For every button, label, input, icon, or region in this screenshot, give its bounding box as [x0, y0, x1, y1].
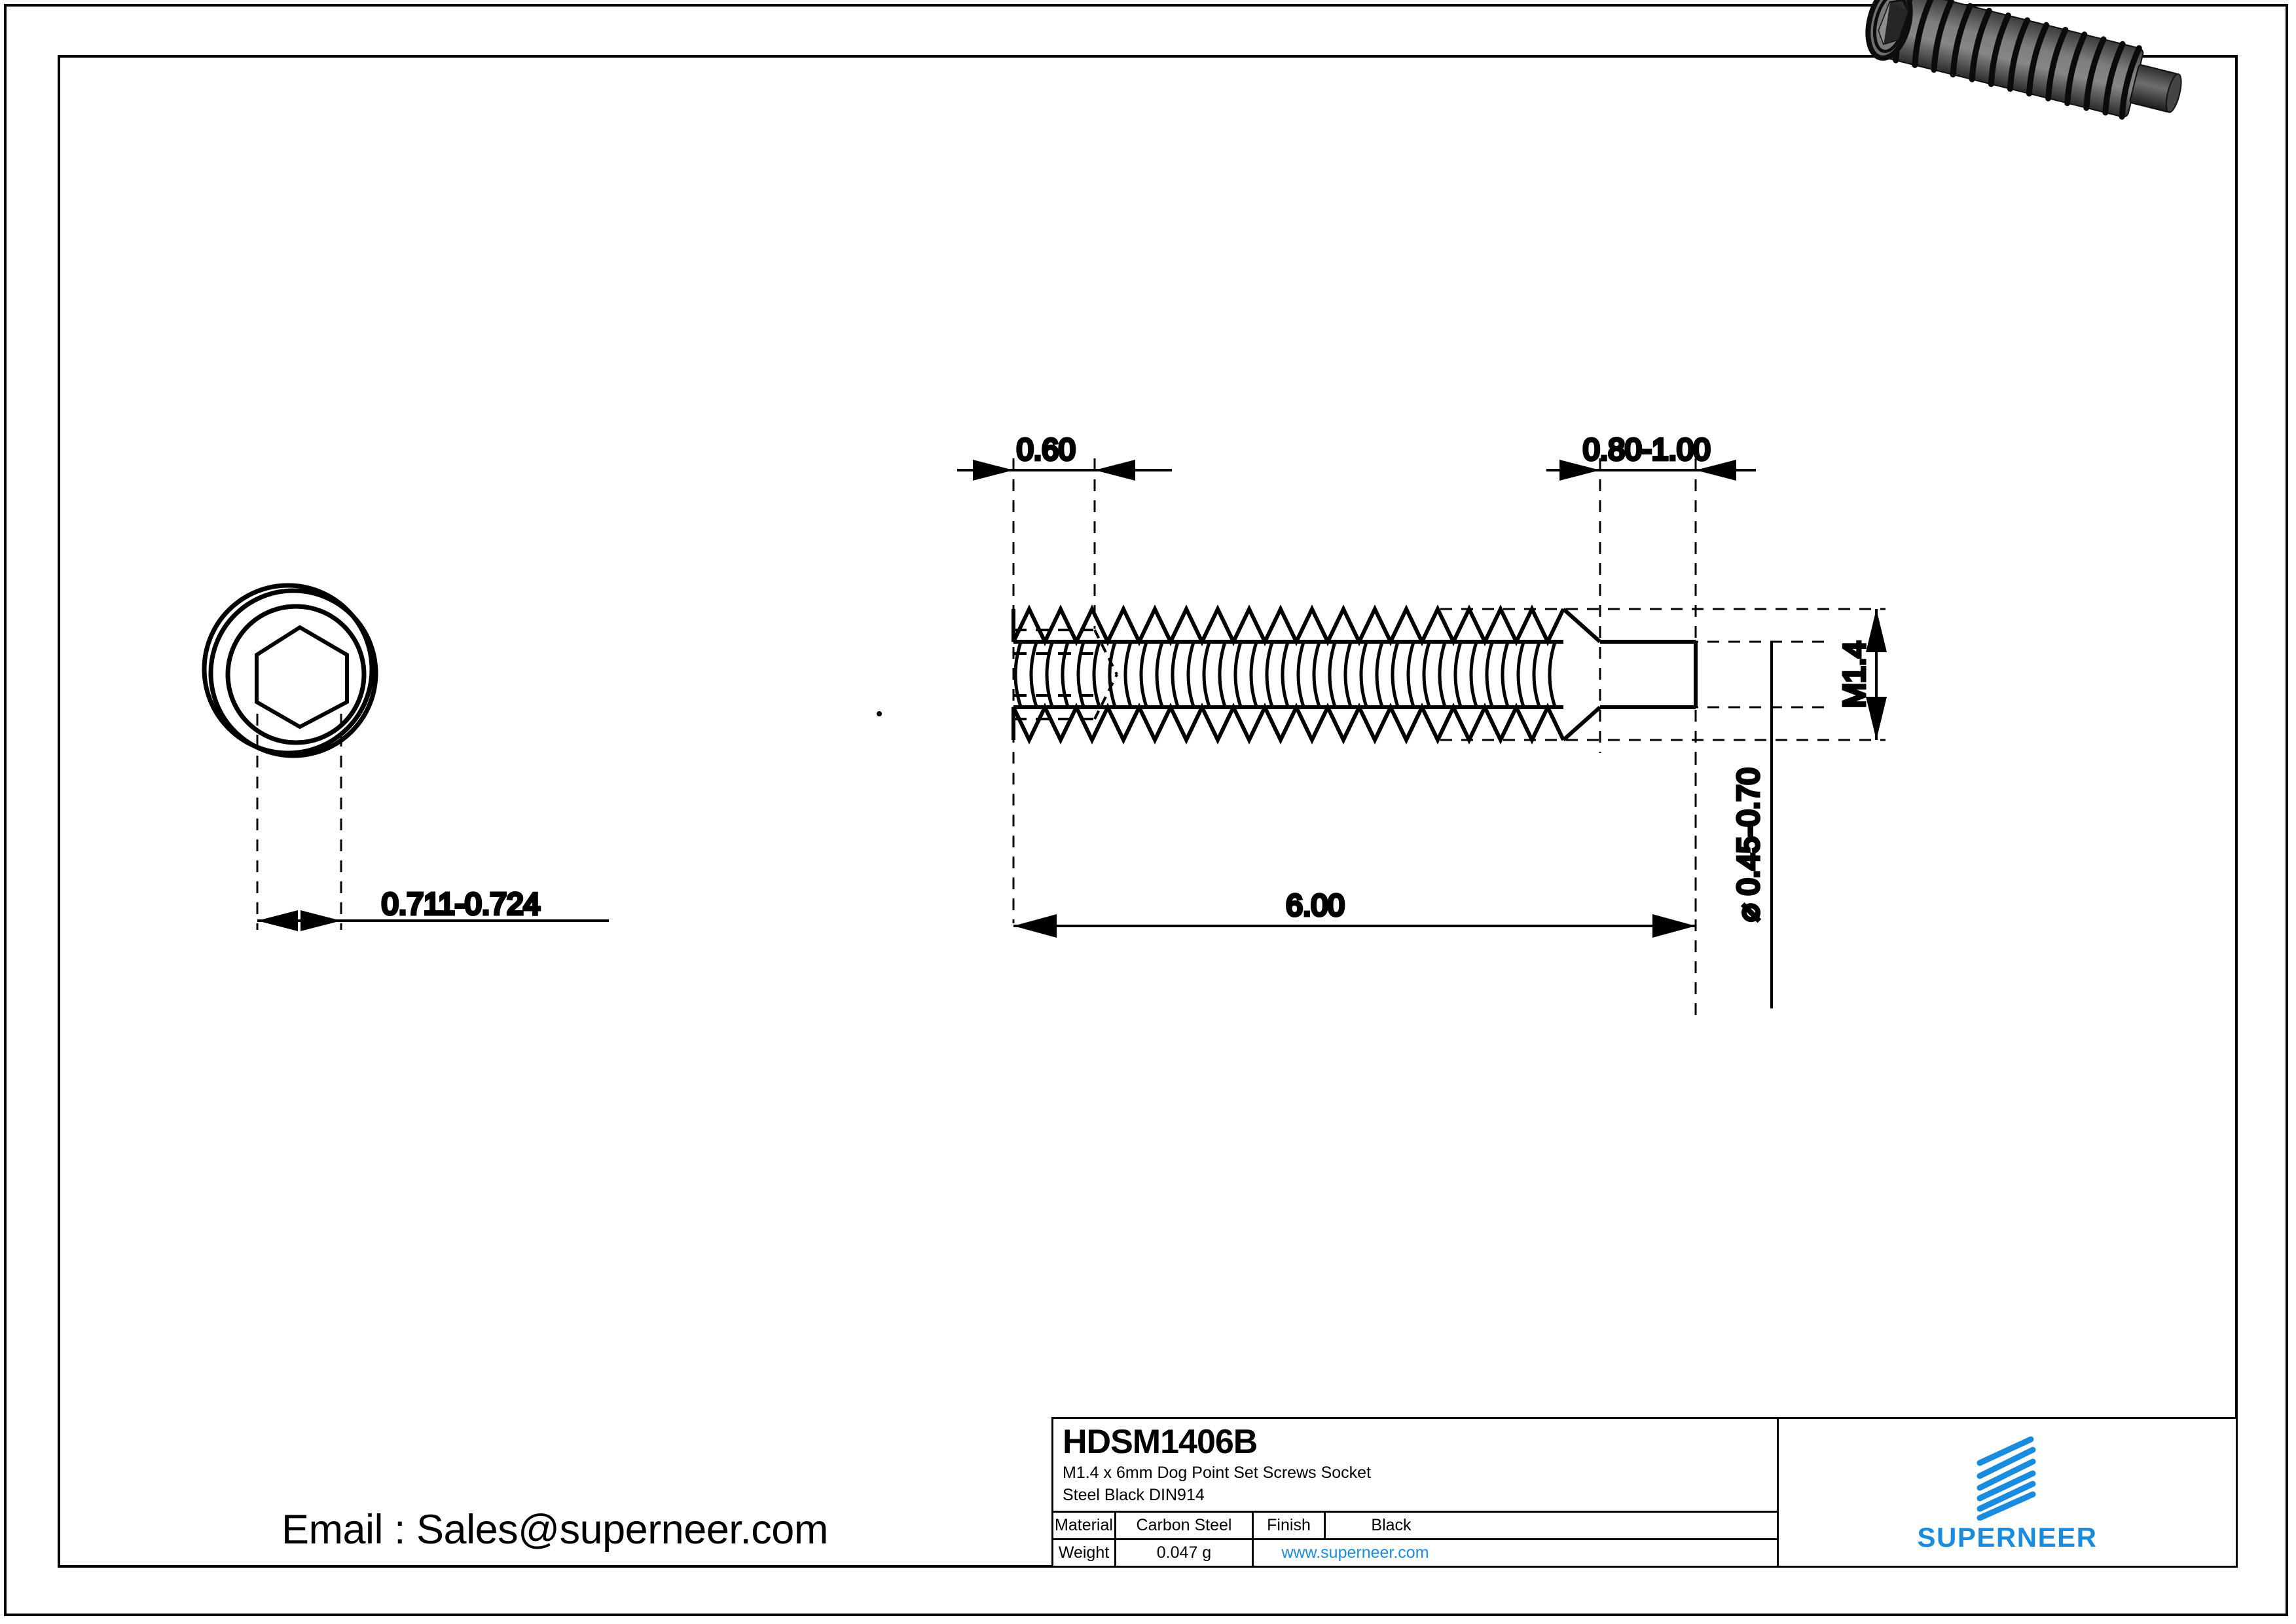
material-value: Carbon Steel: [1116, 1513, 1254, 1538]
weight-label: Weight: [1053, 1540, 1116, 1566]
side-view-extension-lines: [1012, 458, 1886, 1022]
material-label: Material: [1053, 1513, 1116, 1538]
brand-name: SUPERNEER: [1917, 1522, 2098, 1553]
superneer-logo-icon: [1977, 1436, 2036, 1521]
reference-dot: [877, 711, 882, 716]
brand-logo-block: SUPERNEER: [1779, 1419, 2236, 1566]
dimension-label-0-60: 0.60: [1017, 432, 1076, 466]
dimension-label-dog-point-diameter: ⌀ 0.45-0.70: [1731, 768, 1765, 922]
dimension-m1-4: [1866, 609, 1887, 740]
title-block-left: HDSM1406B M1.4 x 6mm Dog Point Set Screw…: [1053, 1419, 1779, 1566]
part-description-line2: Steel Black DIN914: [1063, 1486, 1205, 1504]
dimension-label-0-80-1-00: 0.80-1.00: [1583, 432, 1710, 466]
hex-socket-front-view: [202, 583, 378, 758]
front-view-extension-lines: [256, 714, 342, 930]
title-block-row-material: Material Carbon Steel Finish Black: [1053, 1513, 1777, 1540]
part-description-line1: M1.4 x 6mm Dog Point Set Screws Socket: [1063, 1464, 1372, 1482]
title-block-description: HDSM1406B M1.4 x 6mm Dog Point Set Screw…: [1053, 1419, 1777, 1513]
dimension-label-socket-width: 0.711-0.724: [382, 887, 540, 921]
website-link[interactable]: www.superneer.com: [1281, 1543, 1429, 1562]
dimension-0-80-1-00: [1546, 460, 1756, 481]
dimension-label-m1-4: M1.4: [1837, 641, 1871, 708]
title-block: HDSM1406B M1.4 x 6mm Dog Point Set Screw…: [1051, 1417, 2238, 1568]
title-block-row-weight: Weight 0.047 g www.superneer.com: [1053, 1540, 1777, 1566]
socket-width-dimension: [257, 910, 609, 931]
dimension-label-6-00: 6.00: [1286, 888, 1345, 922]
email-text: Email : Sales@superneer.com: [282, 1507, 828, 1553]
dimension-6-00: [1013, 914, 1696, 938]
sheet-outer-border: [4, 4, 2288, 1616]
screw-side-view: [1011, 604, 1698, 745]
weight-value: 0.047 g: [1116, 1540, 1254, 1566]
finish-value: Black: [1371, 1516, 1412, 1534]
finish-label: Finish: [1254, 1513, 1326, 1538]
dimension-0-60: [957, 460, 1172, 481]
part-code: HDSM1406B: [1063, 1423, 1258, 1461]
